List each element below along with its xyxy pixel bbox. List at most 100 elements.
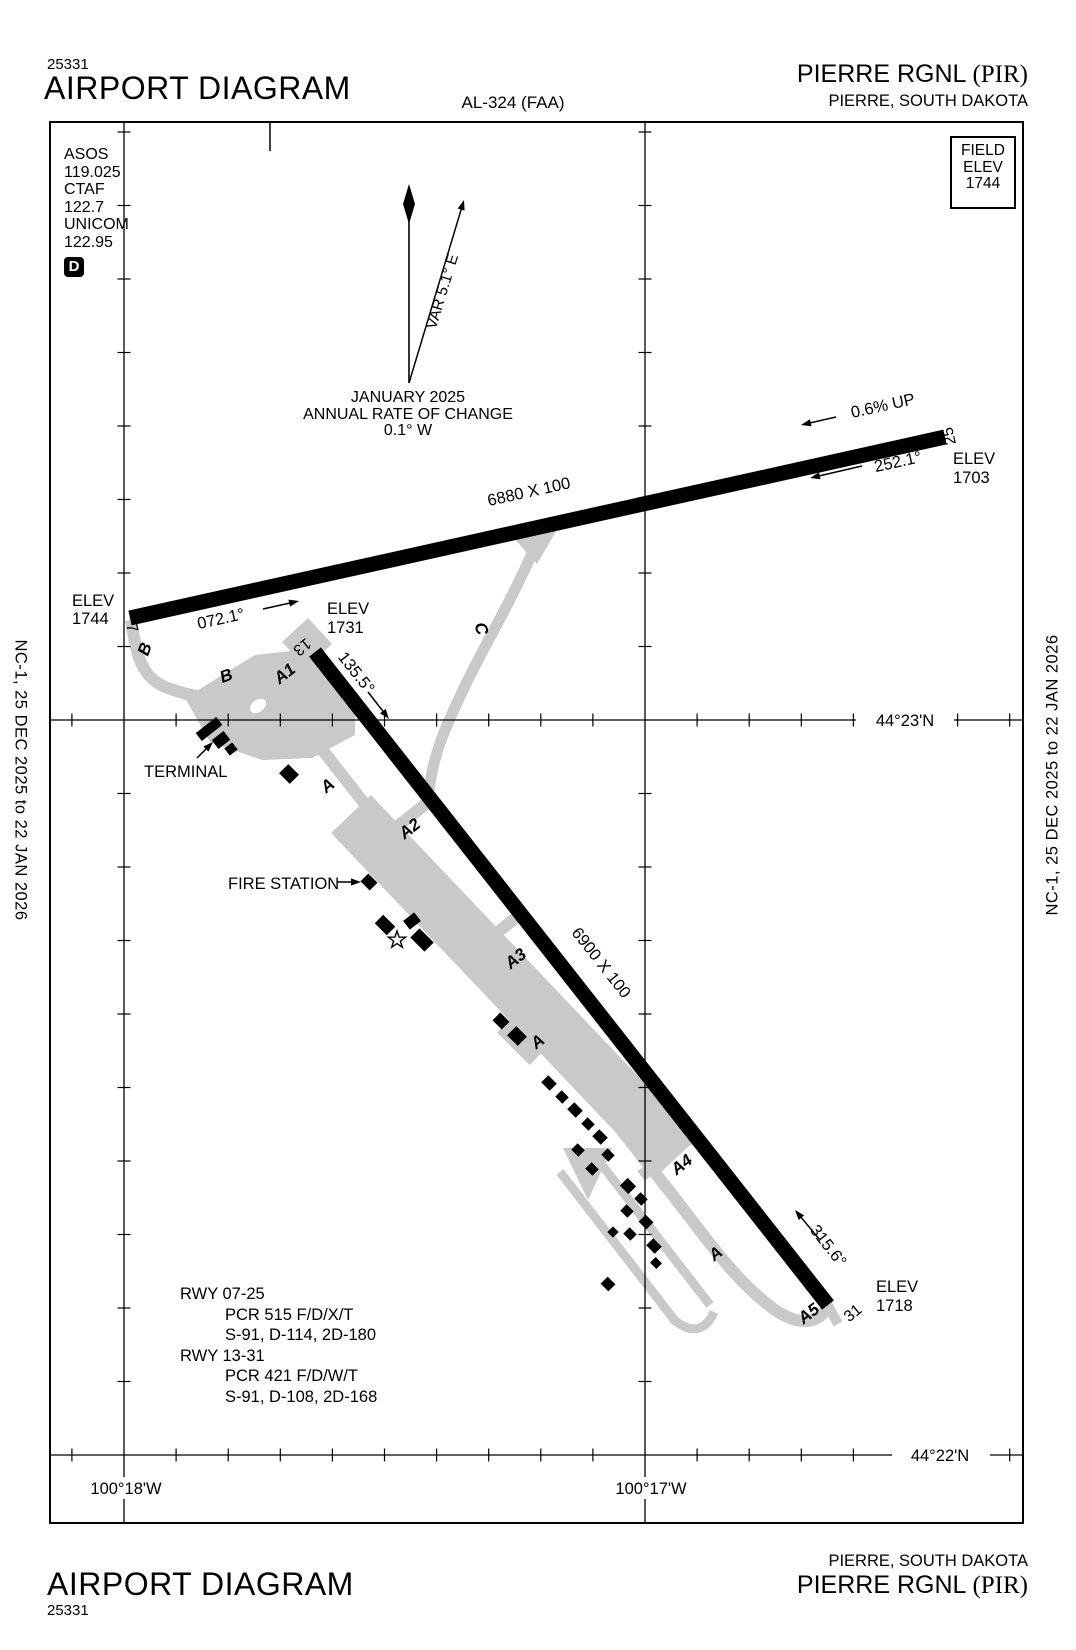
taxiway-a3 — [466, 908, 526, 959]
building — [507, 1026, 527, 1046]
hangar — [619, 1177, 637, 1195]
south-taxilane-1 — [556, 1169, 680, 1325]
elev25-label: ELEV — [953, 450, 995, 468]
building — [410, 928, 434, 952]
page-code: 25331 — [47, 56, 89, 73]
building — [585, 1162, 599, 1176]
edition-note-right: NC-1, 25 DEC 2025 to 22 JAN 2026 — [1043, 634, 1062, 916]
rwy31-overrun — [821, 1299, 843, 1327]
latitude-label-top: 44°23'N — [876, 712, 934, 730]
airport-name: PIERRE RGNL — [796, 1571, 973, 1599]
airport-identifier: (PIR) — [972, 61, 1028, 88]
elev25-value: 1703 — [953, 469, 990, 487]
terminal-building — [211, 731, 231, 749]
apron-strip — [331, 795, 697, 1176]
asos-label: ASOS — [64, 146, 109, 163]
ctaf-label: CTAF — [64, 181, 105, 198]
runways — [128, 429, 947, 1310]
chart-border — [49, 121, 1024, 1524]
field-elev-label2: ELEV — [963, 158, 1003, 176]
variation-date: JANUARY 2025 — [350, 389, 466, 406]
footer-airport-city: PIERRE, SOUTH DAKOTA — [828, 1552, 1028, 1570]
building — [541, 1075, 557, 1091]
taxiway-a2 — [376, 794, 436, 845]
south-taxilane-loop — [668, 1309, 719, 1334]
elev13-label: ELEV — [327, 600, 369, 618]
building — [581, 1117, 595, 1131]
building — [601, 1148, 615, 1162]
runway-13-31 — [309, 647, 834, 1310]
hangar — [638, 1214, 654, 1230]
building — [555, 1090, 569, 1104]
south-taxilane-2 — [594, 1157, 714, 1308]
coordinate-labels: 44°23'N 44°22'N 100°18'W 100°17'W — [86, 709, 990, 1499]
field-elevation-box: FIELD ELEV 1744 — [950, 136, 1016, 209]
building — [374, 914, 396, 936]
runway-data-line: S-91, D-108, 2D-168 — [225, 1387, 378, 1406]
taxiway-c — [423, 548, 539, 791]
runway-07-25 — [128, 429, 947, 626]
taxiway-a — [267, 682, 834, 1327]
magnetic-variation-label: VAR 5.1° E — [423, 252, 462, 331]
taxiway-c-label: C — [471, 620, 493, 637]
edition-note-left: NC-1, 25 DEC 2025 to 22 JAN 2026 — [11, 639, 30, 921]
variation-rate-label: ANNUAL RATE OF CHANGE — [303, 405, 513, 423]
elev31-value: 1718 — [876, 1297, 913, 1315]
airport-name: PIERRE RGNL — [796, 60, 973, 88]
terminal-label: TERMINAL — [144, 763, 227, 781]
variation-note: JANUARY 2025 ANNUAL RATE OF CHANGE 0.1° … — [303, 389, 513, 440]
chart-id: AL-324 (FAA) — [461, 93, 565, 112]
taxiway-b-label: B — [217, 665, 235, 687]
hangar — [649, 1256, 663, 1270]
footer-chart-title: AIRPORT DIAGRAM — [47, 1566, 354, 1602]
runway-data-line: RWY 07-25 — [180, 1285, 265, 1303]
rwy0725-gradient: 0.6% UP — [849, 390, 916, 422]
building — [592, 1129, 608, 1145]
building — [279, 764, 299, 784]
building — [571, 1143, 585, 1157]
south-pad — [563, 1148, 612, 1200]
label-mask — [856, 709, 954, 730]
unicom-label: UNICOM — [64, 216, 129, 233]
beacon-star-icon — [386, 928, 408, 950]
taxiway-b-label: B — [134, 640, 156, 658]
buildings — [195, 717, 663, 1292]
airport-identifier: (PIR) — [972, 1572, 1028, 1599]
footer-airport-name: PIERRE RGNL (PIR) — [797, 1571, 1028, 1600]
hangar — [623, 1227, 637, 1241]
rwy-end-31: 31 — [841, 1301, 866, 1325]
variation-rate-value: 0.1° W — [383, 422, 433, 439]
map-labels: 6880 X 100 072.1° 252.1° 0.6% UP 7 25 69… — [72, 252, 995, 1328]
hangar — [600, 1276, 616, 1292]
label-mask — [610, 1477, 692, 1499]
runway-data-line: PCR 421 F/D/W/T — [225, 1367, 358, 1385]
building — [403, 912, 421, 930]
apron-island — [250, 698, 266, 714]
taxiway-network — [125, 548, 843, 1334]
elev07-value: 1744 — [72, 610, 109, 628]
fire-station-label: FIRE STATION — [228, 875, 339, 893]
footer-page-code: 25331 — [47, 1602, 89, 1619]
terminal-apron — [185, 650, 355, 760]
runway-data-block: RWY 07-25 PCR 515 F/D/X/T S-91, D-114, 2… — [180, 1284, 377, 1407]
elev07-label: ELEV — [72, 592, 114, 610]
d-symbol-icon: D — [64, 257, 84, 277]
ctaf-frequency: 122.7 — [64, 198, 105, 216]
chart-title: AIRPORT DIAGRAM — [44, 70, 351, 106]
north-indicator — [403, 184, 415, 383]
runway-data-line: S-91, D-114, 2D-180 — [225, 1326, 377, 1344]
true-north-arrowhead-icon — [403, 184, 415, 224]
runway-data-line: PCR 515 F/D/X/T — [225, 1305, 354, 1324]
asos-frequency: 119.025 — [64, 163, 121, 181]
runway-data-line: RWY 13-31 — [180, 1346, 265, 1365]
arrows — [196, 200, 863, 1241]
rwy0725-dimensions: 6880 X 100 — [486, 474, 572, 510]
elev31-label: ELEV — [876, 1278, 918, 1296]
longitude-label-left: 100°18'W — [90, 1480, 162, 1498]
label-mask — [892, 1444, 990, 1465]
hangar — [646, 1238, 662, 1254]
frequency-block: ASOS 119.025 CTAF 122.7 UNICOM 122.95 D — [64, 146, 129, 277]
hangar — [607, 1226, 619, 1238]
taxiway-a-label: A — [316, 774, 338, 797]
